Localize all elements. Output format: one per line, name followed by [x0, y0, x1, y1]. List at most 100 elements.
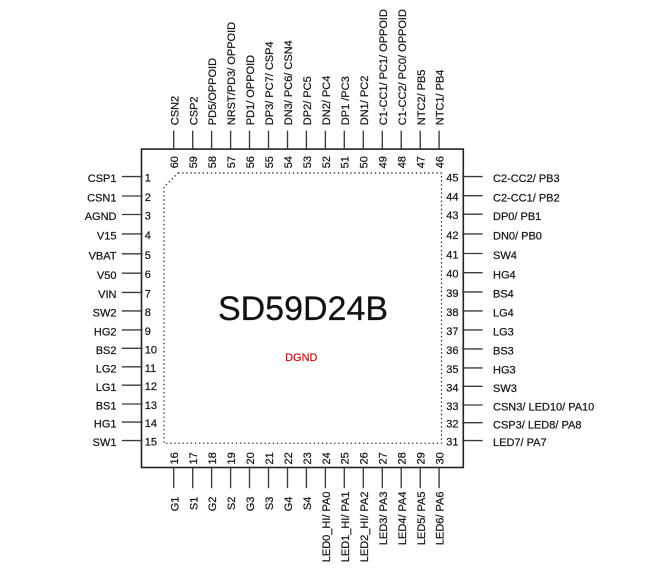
svg-text:CSP1: CSP1	[88, 173, 117, 185]
svg-text:BS4: BS4	[493, 289, 514, 301]
svg-text:S3: S3	[264, 497, 276, 510]
svg-text:DP1 /PC3: DP1 /PC3	[340, 76, 352, 125]
svg-text:HG3: HG3	[493, 365, 516, 377]
svg-text:49: 49	[378, 156, 390, 168]
svg-text:36: 36	[446, 345, 458, 357]
svg-text:23: 23	[302, 452, 314, 464]
svg-text:CSN2: CSN2	[169, 96, 181, 125]
svg-text:43: 43	[446, 210, 458, 222]
svg-text:22: 22	[283, 452, 295, 464]
svg-text:58: 58	[207, 156, 219, 168]
svg-text:V15: V15	[97, 231, 117, 243]
svg-text:LED1_HI/ PA1: LED1_HI/ PA1	[340, 492, 352, 563]
svg-text:24: 24	[321, 452, 333, 464]
svg-text:G2: G2	[207, 497, 219, 512]
svg-text:50: 50	[359, 156, 371, 168]
svg-text:DN2/ PC4: DN2/ PC4	[321, 76, 333, 126]
svg-text:55: 55	[264, 156, 276, 168]
svg-text:2: 2	[145, 192, 151, 204]
svg-text:27: 27	[378, 452, 390, 464]
svg-text:25: 25	[340, 452, 352, 464]
svg-text:SD59D24B: SD59D24B	[218, 290, 388, 328]
svg-text:LG3: LG3	[493, 327, 514, 339]
svg-text:56: 56	[245, 156, 257, 168]
svg-text:15: 15	[145, 437, 157, 449]
svg-text:35: 35	[446, 364, 458, 376]
svg-text:DP2/ PC5: DP2/ PC5	[302, 76, 314, 125]
svg-text:LG1: LG1	[96, 382, 117, 394]
svg-text:52: 52	[321, 156, 333, 168]
svg-text:AGND: AGND	[85, 211, 117, 223]
svg-text:9: 9	[145, 326, 151, 338]
svg-text:S4: S4	[302, 497, 314, 510]
svg-text:48: 48	[397, 156, 409, 168]
svg-text:42: 42	[446, 230, 458, 242]
svg-text:CSP2: CSP2	[188, 96, 200, 125]
svg-text:V50: V50	[97, 270, 117, 282]
svg-text:16: 16	[169, 452, 181, 464]
svg-text:12: 12	[145, 381, 157, 393]
svg-text:SW4: SW4	[493, 250, 517, 262]
svg-text:VIN: VIN	[98, 289, 116, 301]
svg-text:CSP3/ LED8/ PA8: CSP3/ LED8/ PA8	[493, 419, 581, 431]
svg-text:5: 5	[145, 250, 151, 262]
svg-text:LED6/ PA6: LED6/ PA6	[435, 492, 447, 546]
svg-text:HG2: HG2	[94, 327, 117, 339]
svg-text:BS3: BS3	[493, 346, 514, 358]
svg-text:7: 7	[145, 288, 151, 300]
svg-text:6: 6	[145, 269, 151, 281]
svg-text:11: 11	[145, 363, 156, 375]
svg-text:S1: S1	[188, 497, 200, 510]
svg-text:LED7/ PA7: LED7/ PA7	[493, 437, 547, 449]
svg-text:37: 37	[446, 326, 458, 338]
svg-text:10: 10	[145, 344, 157, 356]
svg-text:21: 21	[264, 452, 276, 464]
svg-text:13: 13	[145, 400, 157, 412]
svg-text:HG1: HG1	[94, 419, 117, 431]
svg-text:3: 3	[145, 211, 151, 223]
svg-text:NRST/PD3/ OPPOID: NRST/PD3/ OPPOID	[226, 22, 238, 125]
svg-text:C1-CC2/ PC0/ OPPOID: C1-CC2/ PC0/ OPPOID	[397, 9, 409, 125]
svg-text:LED4/ PA4: LED4/ PA4	[397, 492, 409, 546]
svg-text:HG4: HG4	[493, 269, 516, 281]
svg-text:DP0/ PB1: DP0/ PB1	[493, 211, 541, 223]
svg-text:LED0_HI/ PA0: LED0_HI/ PA0	[321, 492, 333, 563]
svg-text:40: 40	[446, 269, 458, 281]
svg-text:C2-CC2/ PB3: C2-CC2/ PB3	[493, 173, 560, 185]
svg-text:CSN3/ LED10/ PA10: CSN3/ LED10/ PA10	[493, 402, 594, 414]
svg-text:NTC2/ PB5: NTC2/ PB5	[416, 70, 428, 126]
svg-text:PD1/ OPPOID: PD1/ OPPOID	[245, 55, 257, 125]
svg-text:54: 54	[283, 156, 295, 168]
svg-text:19: 19	[226, 452, 238, 464]
svg-text:47: 47	[416, 156, 428, 168]
svg-text:8: 8	[145, 307, 151, 319]
svg-text:45: 45	[446, 173, 458, 185]
svg-text:DP3/ PC7/ CSP4: DP3/ PC7/ CSP4	[264, 41, 276, 125]
svg-text:39: 39	[446, 288, 458, 300]
svg-text:4: 4	[145, 230, 151, 242]
svg-text:NTC1/ PB4: NTC1/ PB4	[435, 70, 447, 126]
svg-text:DN3/ PC6/ CSN4: DN3/ PC6/ CSN4	[283, 40, 295, 125]
svg-text:38: 38	[446, 307, 458, 319]
svg-text:17: 17	[188, 452, 200, 464]
svg-text:PD5/OPPOID: PD5/OPPOID	[207, 58, 219, 125]
svg-text:57: 57	[226, 156, 238, 168]
svg-text:53: 53	[302, 156, 314, 168]
svg-text:BS2: BS2	[96, 345, 117, 357]
svg-text:SW1: SW1	[93, 437, 117, 449]
svg-text:32: 32	[446, 419, 458, 431]
svg-text:DGND: DGND	[285, 352, 317, 364]
svg-text:1: 1	[145, 173, 151, 185]
svg-text:G4: G4	[283, 497, 295, 512]
svg-text:G1: G1	[169, 497, 181, 512]
svg-text:LG4: LG4	[493, 308, 514, 320]
svg-text:51: 51	[340, 156, 352, 168]
svg-text:LED5/ PA5: LED5/ PA5	[416, 492, 428, 546]
svg-text:31: 31	[446, 437, 458, 449]
svg-text:C1-CC1/ PC1/ OPPOID: C1-CC1/ PC1/ OPPOID	[378, 9, 390, 125]
svg-text:SW2: SW2	[93, 308, 117, 320]
svg-text:20: 20	[245, 452, 257, 464]
svg-text:29: 29	[416, 452, 428, 464]
svg-text:14: 14	[145, 418, 157, 430]
svg-text:30: 30	[435, 452, 447, 464]
